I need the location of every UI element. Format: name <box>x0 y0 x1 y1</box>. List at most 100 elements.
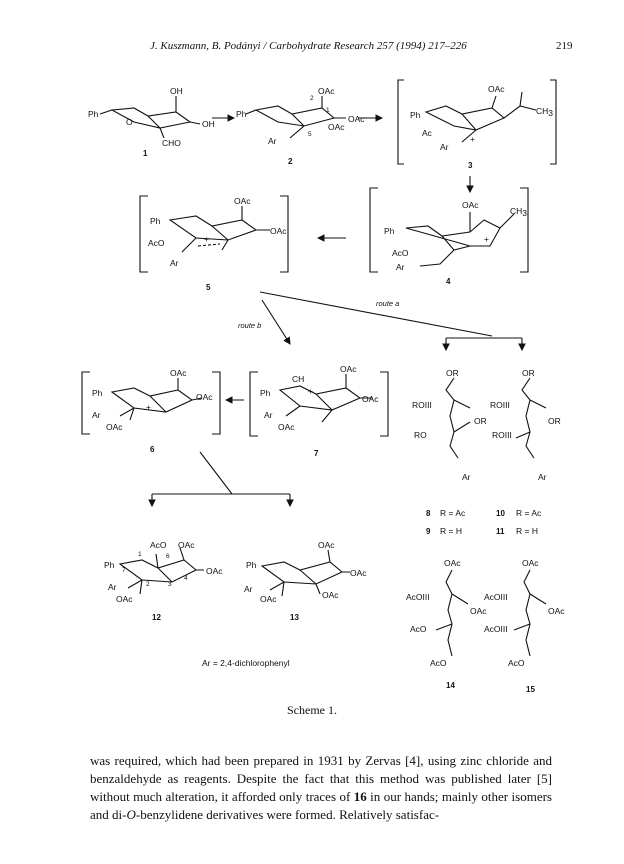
oac-label: OAc <box>328 122 345 132</box>
compound-number: 4 <box>446 277 451 286</box>
locant: 1 <box>326 107 330 114</box>
compound-number: 7 <box>314 449 319 458</box>
oac-label: OAc <box>362 394 379 404</box>
ch-label: CH <box>292 374 304 384</box>
running-head: J. Kuszmann, B. Podányi / Carbohydrate R… <box>150 40 467 52</box>
aciii-label: AcOIII <box>484 592 508 602</box>
route-a-label: route a <box>376 299 399 308</box>
aco-label: AcO <box>148 238 165 248</box>
compound-1: Ph O OH OH CHO 1 <box>88 86 215 158</box>
ch3-label: CH3 <box>510 206 527 218</box>
ph-label: Ph <box>92 388 103 398</box>
plus-sign: + <box>308 386 313 396</box>
compound-number: 14 <box>446 681 455 690</box>
oac-label: OAc <box>196 392 213 402</box>
ar-label: Ar <box>244 584 253 594</box>
route-arrows: route a route b <box>238 291 526 352</box>
oac-label: OAc <box>116 594 133 604</box>
ph-label: Ph <box>104 560 115 570</box>
or-label: OR <box>474 416 487 426</box>
compound-8-9: OR ROIII OR RO Ar <box>412 368 487 482</box>
compound-2: Ph OAc OAc OAc Ar 2 1 5 2 <box>236 86 365 166</box>
oh-label: OH <box>202 119 215 129</box>
plus-sign: + <box>146 402 151 412</box>
aciii-label: AcOIII <box>406 592 430 602</box>
ar-label: Ar <box>108 582 117 592</box>
compound-number: 12 <box>152 613 161 622</box>
compound-number: 3 <box>468 161 473 170</box>
oac-label: OAc <box>548 606 565 616</box>
aco-label: AcO <box>150 540 167 550</box>
plus-sign: + <box>204 234 209 244</box>
locant: 7 <box>122 567 126 574</box>
oac-label: OAc <box>522 558 539 568</box>
branch-arrows <box>148 451 294 508</box>
oac-label: OAc <box>270 226 287 236</box>
ar-label: Ar <box>268 136 277 146</box>
r-definition: R = Ac <box>440 508 466 518</box>
oac-label: OAc <box>278 422 295 432</box>
compound-number: 11 <box>496 527 505 536</box>
route-b-label: route b <box>238 321 261 330</box>
compound-13: Ph OAc OAc Ar OAc OAc 13 <box>244 540 367 622</box>
r-definition: R = H <box>516 526 538 536</box>
oac-label: OAc <box>234 196 251 206</box>
roiii-label: ROIII <box>492 430 512 440</box>
ph-label: Ph <box>88 109 99 119</box>
compound-4: Ph OAc CH3 AcO Ar + 4 <box>369 187 529 286</box>
oac-label: OAc <box>350 568 367 578</box>
compound-number: 13 <box>290 613 299 622</box>
ph-label: Ph <box>384 226 395 236</box>
oac-label: OAc <box>444 558 461 568</box>
compound-number: 6 <box>150 445 155 454</box>
ph-label: Ph <box>246 560 257 570</box>
compound-5: Ph OAc OAc AcO Ar + 5 <box>139 195 289 292</box>
ar-label: Ar <box>92 410 101 420</box>
plus-sign: + <box>470 134 475 144</box>
scheme-caption: Scheme 1. <box>287 703 337 717</box>
ph-label: Ph <box>236 109 247 119</box>
oac-label: OAc <box>206 566 223 576</box>
ar-label: Ar <box>264 410 273 420</box>
compound-12: AcO OAc Ph OAc Ar OAc 1 6 7 2 3 4 12 <box>104 540 223 622</box>
compound-number: 15 <box>526 685 535 694</box>
locant: 5 <box>308 131 312 138</box>
ph-label: Ph <box>150 216 161 226</box>
oac-label: OAc <box>322 590 339 600</box>
locant: 3 <box>168 581 172 588</box>
compound-6: Ph OAc OAc Ar OAc + 6 <box>81 368 221 454</box>
oac-label: OAc <box>106 422 123 432</box>
compound-10-11: OR ROIII OR ROIII Ar <box>490 368 561 482</box>
page-header: J. Kuszmann, B. Podányi / Carbohydrate R… <box>0 40 624 60</box>
body-paragraph: was required, which had been prepared in… <box>90 753 552 822</box>
oac-label: OAc <box>170 368 187 378</box>
r-definition: R = H <box>440 526 462 536</box>
aciii-label: AcOIII <box>484 624 508 634</box>
r-definitions: 8 R = Ac 9 R = H 10 R = Ac 11 R = H <box>426 508 542 536</box>
ac-label: Ac <box>422 128 433 138</box>
oac-label: OAc <box>462 200 479 210</box>
ar-label: Ar <box>396 262 405 272</box>
compound-number: 1 <box>143 149 148 158</box>
ar-label: Ar <box>170 258 179 268</box>
r-definition: R = Ac <box>516 508 542 518</box>
oac-label: OAc <box>340 364 357 374</box>
aco-label: AcO <box>508 658 525 668</box>
page-number: 219 <box>556 40 573 52</box>
plus-sign: + <box>484 234 489 244</box>
compound-ref: 16 <box>353 789 367 804</box>
compound-14: OAc AcOIII OAc AcO AcO 14 <box>406 558 487 690</box>
compound-number: 9 <box>426 527 431 536</box>
oac-label: OAc <box>318 540 335 550</box>
compound-number: 2 <box>288 157 293 166</box>
aco-label: AcO <box>392 248 409 258</box>
or-label: OR <box>548 416 561 426</box>
oac-label: OAc <box>488 84 505 94</box>
oac-label: OAc <box>348 114 365 124</box>
cho-label: CHO <box>162 138 181 148</box>
ph-label: Ph <box>410 110 421 120</box>
roiii-label: ROIII <box>412 400 432 410</box>
oac-label: OAc <box>470 606 487 616</box>
locant: 2 <box>146 581 150 588</box>
aco-label: AcO <box>430 658 447 668</box>
